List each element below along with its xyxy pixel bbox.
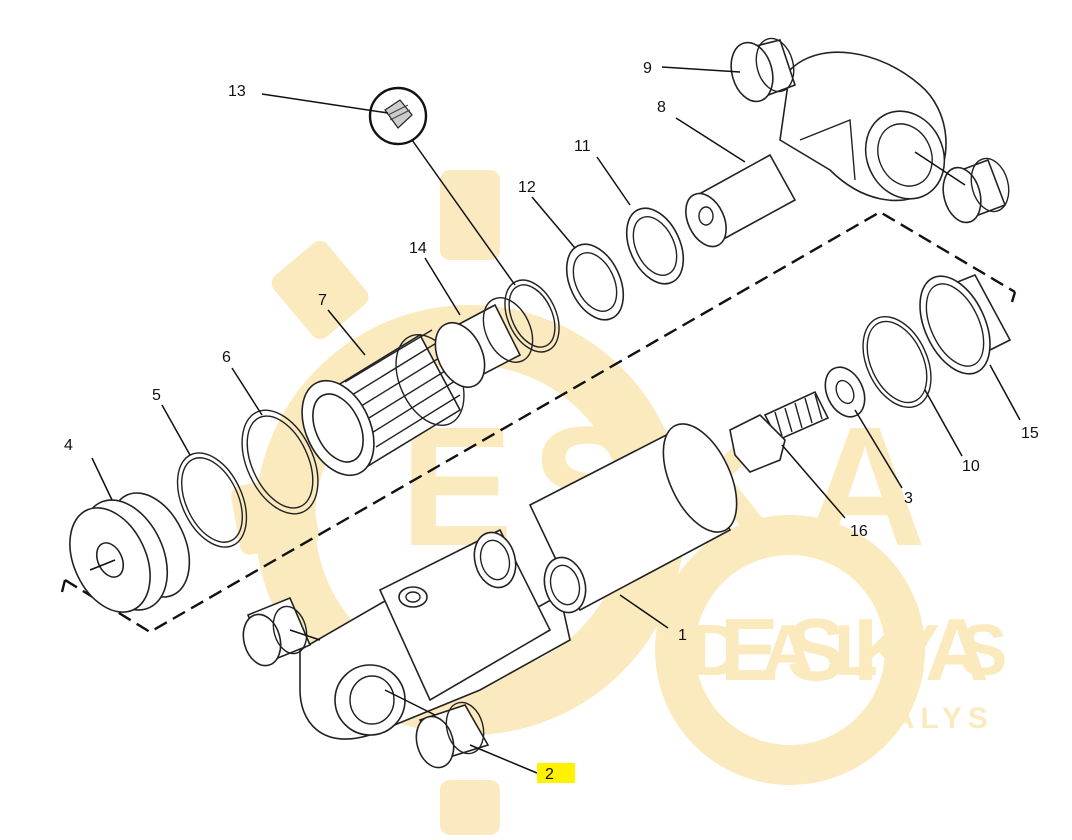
watermark-sub-large: DALYS	[690, 611, 1027, 691]
callout-5: 5	[152, 387, 161, 404]
callout-2: 2	[545, 766, 554, 783]
pin-axis-bottom	[384, 689, 436, 716]
callout-11: 11	[574, 138, 591, 155]
callout-16: 16	[850, 523, 868, 540]
callout-10: 10	[962, 458, 980, 475]
gear-teeth-icon	[231, 170, 500, 835]
callout-6: 6	[222, 349, 231, 366]
part-4-head	[69, 492, 191, 613]
part-13-detail	[368, 86, 428, 146]
part-11-ring	[625, 207, 685, 285]
callout-4: 4	[64, 437, 73, 454]
callout-12: 12	[518, 179, 536, 196]
watermark-sub-small: DALYS	[865, 702, 994, 735]
barrel-bushing-a	[473, 531, 517, 589]
part-12-ring	[565, 243, 625, 321]
callout-3: 3	[904, 490, 913, 507]
callout-7: 7	[318, 292, 327, 309]
part-6-seal	[241, 409, 319, 515]
callout-2-highlight	[537, 763, 575, 783]
part-16-bolt	[729, 390, 830, 473]
part-3-washer	[824, 366, 866, 418]
part-14-sleeve	[434, 297, 534, 388]
watermark-brand-small: ESKA	[720, 600, 997, 699]
part-9-bushing	[730, 37, 797, 103]
callout-1: 1	[678, 627, 687, 644]
callout-labels: 1 2 3 4 5 6 7 8 9 10 11 12 13 14 15 16	[64, 60, 1039, 783]
part-2-bushing	[415, 701, 490, 769]
callout-9: 9	[643, 60, 652, 77]
callout-8: 8	[657, 99, 666, 116]
head-axis-line	[89, 559, 116, 571]
pin-axis-left	[289, 629, 321, 641]
rod-eye-top	[779, 51, 947, 202]
part-7-gland	[301, 329, 465, 477]
part-15-sleeve	[919, 273, 1012, 375]
part-5-oring	[176, 452, 248, 548]
bushing-left	[242, 596, 312, 667]
pin-axis-line	[914, 151, 966, 186]
callout-13: 13	[228, 83, 246, 100]
small-gear-icon	[655, 515, 925, 785]
barrel-bushing-b	[543, 556, 587, 614]
part-8-pin	[685, 153, 797, 248]
callout-14: 14	[409, 240, 427, 257]
leader-lines	[91, 66, 1021, 774]
callout-15: 15	[1021, 425, 1039, 442]
part-10-ring	[862, 315, 932, 409]
bushing-right	[942, 157, 1010, 224]
part-ring-13	[504, 279, 560, 353]
